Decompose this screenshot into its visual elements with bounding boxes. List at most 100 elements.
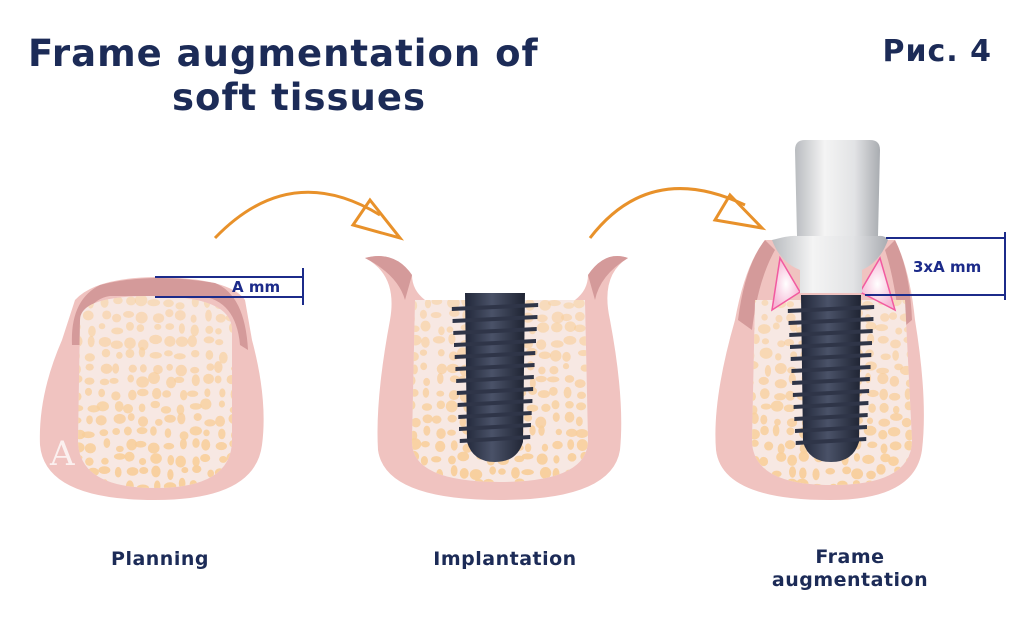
figure-label: Рис. 4 [882, 34, 992, 69]
bone-cell [537, 390, 551, 398]
bone-cell [772, 322, 780, 330]
bone-cell [191, 349, 200, 358]
bone-cell [878, 418, 891, 427]
bone-cell [880, 443, 888, 454]
planning-illustration: A A mm [39, 268, 304, 500]
implant [451, 293, 539, 462]
bone-cell [189, 403, 202, 410]
title-line-1: Frame augmentation of [28, 32, 539, 75]
bone-cell [127, 374, 135, 383]
bone-cell [536, 314, 548, 323]
bone-cell [529, 425, 536, 436]
bone-cell [203, 373, 214, 384]
bone-cell [147, 442, 160, 454]
bone-cell [576, 402, 587, 411]
bone-cell [892, 350, 899, 361]
bone-cell [538, 351, 551, 360]
bone-cell [775, 353, 782, 361]
bone-cell [214, 375, 222, 384]
bone-cell [423, 377, 431, 387]
bone-cell [411, 430, 418, 441]
bone-cell [758, 376, 769, 385]
bone-cell [155, 418, 163, 426]
bone-cell [113, 413, 126, 424]
bone-cell [880, 313, 890, 322]
bone-cell [764, 365, 772, 377]
bone-cell [200, 398, 212, 410]
bone-cell [448, 455, 456, 465]
bone-cell [842, 466, 852, 475]
bone-cell [436, 390, 445, 397]
bone-cell [514, 478, 525, 482]
bone-cell [151, 465, 161, 478]
bone-cell [186, 390, 199, 397]
bone-cell [775, 314, 783, 323]
bone-cell [552, 440, 563, 450]
bone-cell [752, 439, 759, 447]
bone-cell [774, 393, 786, 401]
bone-cell [878, 429, 888, 440]
bone-cell [98, 323, 106, 330]
bone-cell [134, 440, 147, 448]
bone-cell [164, 428, 172, 438]
measurement-3xa-label: 3xA mm [913, 258, 981, 276]
bone-cell [136, 427, 148, 435]
bone-cell [153, 364, 163, 375]
bone-cell [421, 403, 433, 411]
bone-cell [774, 362, 787, 375]
bone-cell [774, 418, 781, 426]
bone-cell [459, 468, 469, 479]
bone-cell [192, 456, 200, 467]
bone-cell [523, 414, 533, 422]
bone-cell [550, 340, 564, 348]
bone-cell [175, 336, 189, 347]
bone-cell [189, 426, 202, 436]
implant-thread [454, 339, 536, 347]
bone-cell [229, 406, 232, 414]
bone-cell [201, 439, 211, 451]
bone-cell [165, 323, 175, 330]
bone-cell [482, 478, 495, 482]
bone-cell [115, 445, 124, 453]
bone-cell [419, 349, 428, 356]
implant-thread [794, 413, 868, 421]
bone-cell [219, 388, 226, 398]
bone-cell [99, 429, 109, 437]
bone-cell [432, 336, 446, 344]
bone-cell [95, 415, 107, 426]
bone-cell [564, 321, 577, 332]
bone-cell [521, 453, 534, 460]
bone-cell [190, 314, 197, 323]
bone-cell [128, 364, 137, 373]
bone-cell [154, 323, 162, 330]
bone-cell [575, 311, 585, 322]
bone-cell [85, 457, 94, 466]
implant [787, 295, 875, 462]
bone-cell [175, 364, 187, 377]
bone-cell [798, 451, 810, 462]
bone-cell [879, 388, 889, 401]
implant-thread [459, 435, 531, 443]
bone-cell [430, 311, 442, 319]
bone-cell [541, 403, 551, 412]
bone-cell [786, 313, 796, 323]
svg-text:A: A [49, 434, 75, 474]
bone-cell [562, 351, 571, 362]
bone-cell [96, 401, 109, 412]
bone-cell [431, 300, 443, 305]
arrow-icon [213, 190, 405, 241]
bone-cell [761, 338, 770, 345]
bone-cell [437, 349, 445, 357]
bone-cell [867, 441, 878, 449]
bone-cell [574, 324, 586, 333]
bone-cell [204, 388, 211, 398]
bone-cell [521, 469, 534, 476]
bone-cell [114, 466, 122, 478]
bone-cell [575, 428, 588, 438]
bone-cell [895, 327, 903, 335]
bone-cells [78, 296, 232, 488]
bone-cell [122, 311, 135, 318]
bone-cell [150, 426, 157, 436]
bone-cell [177, 412, 186, 425]
bone-cell [889, 441, 902, 451]
